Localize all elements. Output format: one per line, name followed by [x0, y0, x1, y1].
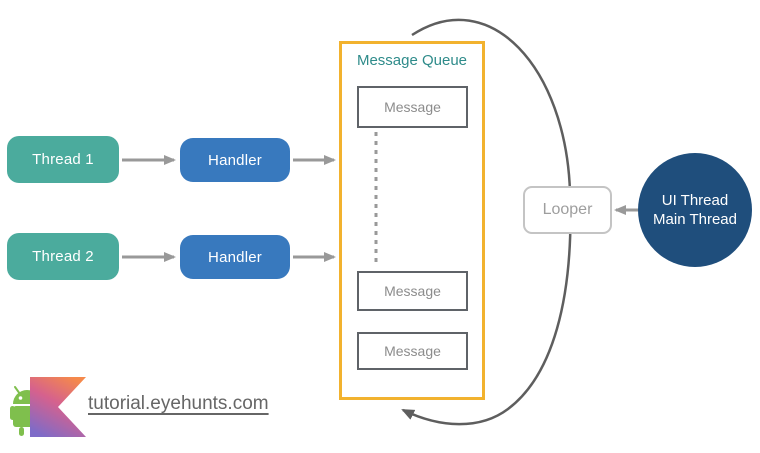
thread-2-label: Thread 2: [32, 248, 94, 265]
kotlin-logo: [30, 377, 86, 437]
message-box: Message: [357, 332, 468, 370]
thread-1-label: Thread 1: [32, 151, 94, 168]
message-queue-panel: Message Queue: [339, 41, 485, 400]
message-box: Message: [357, 271, 468, 311]
handler-1-label: Handler: [208, 151, 262, 169]
handler-1-box: Handler: [180, 138, 290, 182]
message-label: Message: [384, 283, 441, 299]
ui-thread-circle: UI Thread Main Thread: [638, 153, 752, 267]
handler-2-label: Handler: [208, 248, 262, 266]
footer-logo: [10, 377, 86, 437]
thread-1-box: Thread 1: [7, 136, 119, 183]
looper-cycle-arrow: [401, 18, 572, 426]
ui-thread-label-line1: UI Thread: [661, 192, 729, 209]
message-label: Message: [384, 343, 441, 359]
footer-link[interactable]: tutorial.eyehunts.com: [88, 393, 269, 414]
message-label: Message: [384, 99, 441, 115]
thread-2-box: Thread 2: [7, 233, 119, 280]
handler-2-box: Handler: [180, 235, 290, 279]
looper-label: Looper: [542, 201, 593, 218]
looper-box: Looper: [523, 186, 612, 234]
ui-thread-label-line2: Main Thread: [653, 211, 737, 228]
message-box: Message: [357, 86, 468, 128]
message-queue-title: Message Queue: [356, 52, 468, 69]
